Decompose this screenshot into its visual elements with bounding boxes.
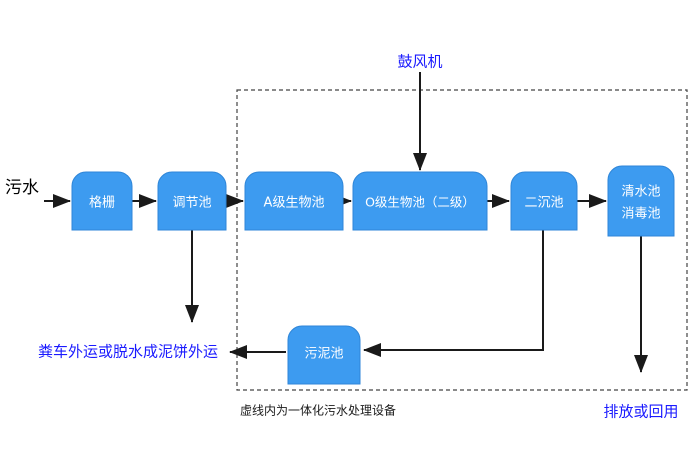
integrated-equipment-dashed-frame [236,89,688,391]
node-disinfection-tank-label: 消毒池 [621,207,660,222]
blower-label: 鼓风机 [397,53,442,71]
frame-caption-label: 虚线内为一体化污水处理设备 [240,404,396,418]
inlet-label: 污水 [5,178,39,198]
node-sludge-tank[interactable]: 污泥池 [287,325,361,385]
node-secondary-settling-tank[interactable]: 二沉池 [510,171,578,231]
node-a-stage-bio-tank[interactable]: A级生物池 [244,171,344,231]
node-regulating-tank[interactable]: 调节池 [157,171,227,231]
sludge-removal-label: 粪车外运或脱水成泥饼外运 [38,343,218,361]
node-clearwater-tank-label: 清水池 [621,185,660,200]
node-clearwater-disinfection-tank[interactable]: 清水池 消毒池 [607,165,675,237]
node-o-stage-bio-tank-label: O级生物池（二级） [365,195,475,210]
node-grille[interactable]: 格栅 [71,171,133,231]
discharge-reuse-label: 排放或回用 [603,403,678,421]
node-grille-label: 格栅 [89,195,115,211]
node-o-stage-bio-tank[interactable]: O级生物池（二级） [352,171,488,231]
node-regulating-tank-label: 调节池 [172,196,211,211]
node-a-stage-bio-tank-label: A级生物池 [264,196,325,211]
node-secondary-settling-tank-label: 二沉池 [524,196,563,211]
node-sludge-tank-label: 污泥池 [304,347,343,362]
connector-settling-to-sludge-tank [363,230,544,357]
